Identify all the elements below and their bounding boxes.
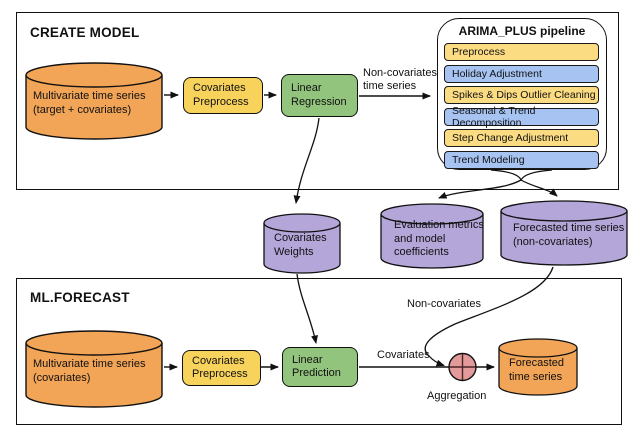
cylinder-shape [380,203,484,269]
arima-plus-pipeline-container: ARIMA_PLUS pipeline Preprocess Holiday A… [437,18,607,170]
pipeline-steps: Preprocess Holiday Adjustment Spikes & D… [444,43,599,169]
cylinder-label: Multivariate time series (covariates) [33,358,146,384]
cylinder-label: Forecasted time series [509,357,565,383]
noncovariates-timeseries-label: Non-covariates time series [363,67,437,92]
forecasted-time-series-cylinder: Forecasted time series [498,338,578,396]
covariates-preprocess-box-top: Covariates Preprocess [183,77,263,114]
box-label: Linear Prediction [292,353,341,380]
cylinder-label: Forecasted time series (non-covariates) [513,222,625,248]
cylinder-shape [500,200,628,266]
box-label: Linear Regression [291,82,347,108]
multivariate-covariates-cylinder: Multivariate time series (covariates) [25,330,163,408]
box-label: Covariates Preprocess [192,354,248,381]
pipeline-step-trend-modeling: Trend Modeling [444,150,599,169]
ml-forecast-title: ML.FORECAST [30,290,130,305]
cylinder-shape [25,62,163,140]
multivariate-target-covariates-cylinder: Multivariate time series (target + covar… [25,62,163,140]
cylinder-label: Evaluation metrics and model coefficient… [394,219,484,258]
aggregation-label: Aggregation [427,390,487,402]
pipeline-step-step-change-adjustment: Step Change Adjustment [444,129,599,147]
noncovariates-flow-label: Non-covariates [407,298,481,310]
cylinder-shape [25,330,163,408]
box-label: Covariates Preprocess [193,82,249,108]
covariates-weights-cylinder: Covariates Weights [263,213,341,274]
create-model-title: CREATE MODEL [30,25,140,40]
covariates-preprocess-box-bottom: Covariates Preprocess [182,350,261,386]
ml-forecast-box [16,278,622,425]
cylinder-label: Covariates Weights [274,232,327,258]
cylinder-label: Multivariate time series (target + covar… [33,90,146,116]
cylinder-shape [263,213,341,274]
covariates-flow-label: Covariates [377,349,430,361]
evaluation-metrics-cylinder: Evaluation metrics and model coefficient… [380,203,484,269]
linear-prediction-box: Linear Prediction [282,347,358,387]
pipeline-step-spikes-dips-outlier-cleaning: Spikes & Dips Outlier Cleaning [444,86,599,104]
arima-plus-pipeline-title: ARIMA_PLUS pipeline [458,24,586,38]
pipeline-step-seasonal-trend-decomposition: Seasonal & Trend Decomposition [444,105,599,129]
forecasted-noncovariates-cylinder: Forecasted time series (non-covariates) [500,200,628,266]
linear-regression-box: Linear Regression [281,74,358,117]
pipeline-step-holiday-adjustment: Holiday Adjustment [444,64,599,83]
pipeline-step-preprocess: Preprocess [444,43,599,61]
